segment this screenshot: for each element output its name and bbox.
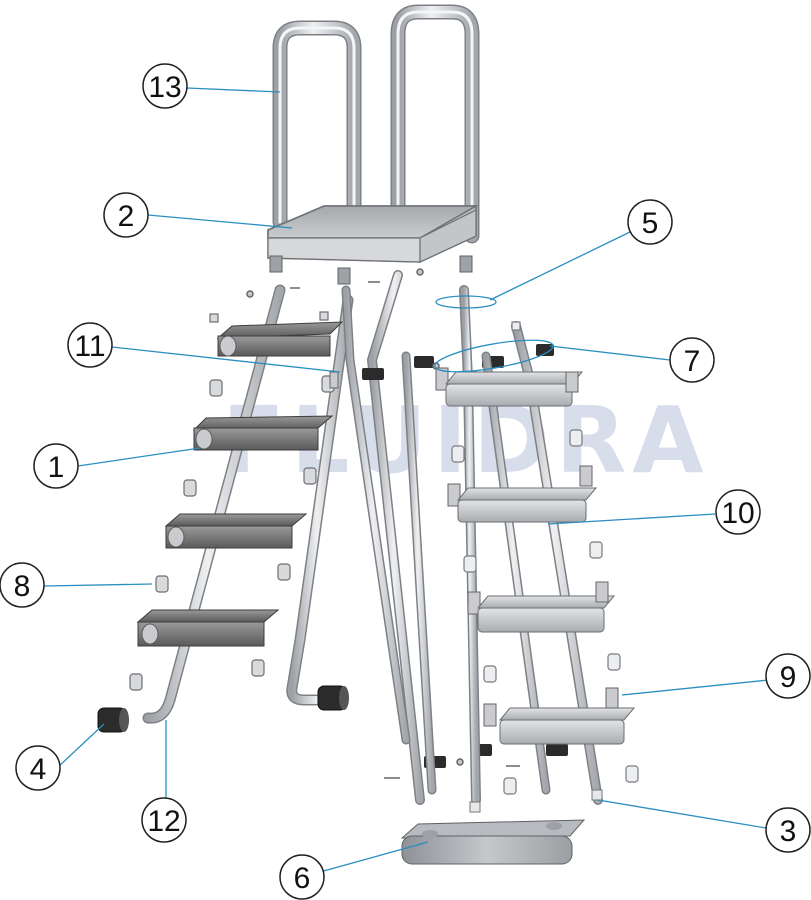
- handrail-right: [390, 4, 480, 244]
- svg-text:8: 8: [14, 570, 31, 603]
- right-tread-3: [467, 581, 616, 633]
- bottom-base: [400, 819, 586, 865]
- left-tread-2: [192, 415, 334, 451]
- right-tread-4: [483, 687, 636, 745]
- handrail-left: [272, 20, 362, 248]
- callout-6: 6: [279, 854, 325, 900]
- right-tread-1: [435, 367, 584, 407]
- callout-3: 3: [765, 807, 811, 853]
- left-treads: [136, 321, 344, 647]
- callout-12: 12: [141, 797, 187, 843]
- top-platform: [267, 205, 479, 285]
- left-ladder-rails: [142, 270, 425, 805]
- right-spacers: [451, 321, 639, 795]
- callout-13: 13: [142, 63, 188, 109]
- right-tread-2: [447, 465, 598, 523]
- svg-text:2: 2: [118, 200, 135, 233]
- leader-lines: [43, 87, 789, 873]
- callout-5: 5: [627, 199, 673, 245]
- svg-text:3: 3: [780, 815, 797, 848]
- callout-1: 1: [33, 443, 79, 489]
- callout-9: 9: [765, 653, 811, 699]
- screws-bolts: [246, 268, 520, 779]
- svg-text:7: 7: [684, 345, 701, 378]
- callout-7: 7: [669, 337, 715, 383]
- svg-text:11: 11: [74, 330, 105, 363]
- callout-11: 11: [67, 322, 113, 368]
- end-caps: [97, 685, 349, 733]
- callout-10: 10: [715, 489, 761, 535]
- callout-2: 2: [103, 192, 149, 238]
- svg-text:13: 13: [148, 71, 181, 104]
- callout-8: 8: [0, 562, 45, 608]
- left-tread-4: [136, 609, 280, 647]
- left-tread-3: [164, 513, 308, 549]
- svg-text:1: 1: [48, 451, 65, 484]
- svg-text:4: 4: [30, 753, 47, 786]
- svg-text:6: 6: [294, 862, 311, 895]
- callout-4: 4: [15, 745, 61, 791]
- right-treads: [435, 367, 636, 745]
- bottom-feet: [469, 789, 603, 813]
- svg-text:12: 12: [147, 805, 180, 838]
- svg-text:5: 5: [642, 207, 659, 240]
- left-tread-1: [216, 321, 344, 357]
- svg-text:9: 9: [780, 661, 797, 694]
- svg-text:10: 10: [721, 497, 754, 530]
